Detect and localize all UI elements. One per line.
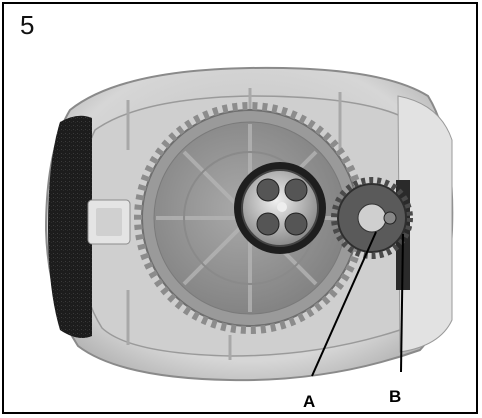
- housing-ribs: [126, 88, 342, 360]
- felt-seal: [48, 115, 92, 338]
- gear-hub: [234, 162, 326, 254]
- callout-lines: [311, 231, 404, 377]
- left-latch: [87, 199, 131, 245]
- pinion-gear: [331, 177, 413, 259]
- callout-label-a: A: [303, 392, 316, 411]
- step-number: 5: [20, 10, 35, 40]
- callout-label-b: B: [389, 387, 402, 406]
